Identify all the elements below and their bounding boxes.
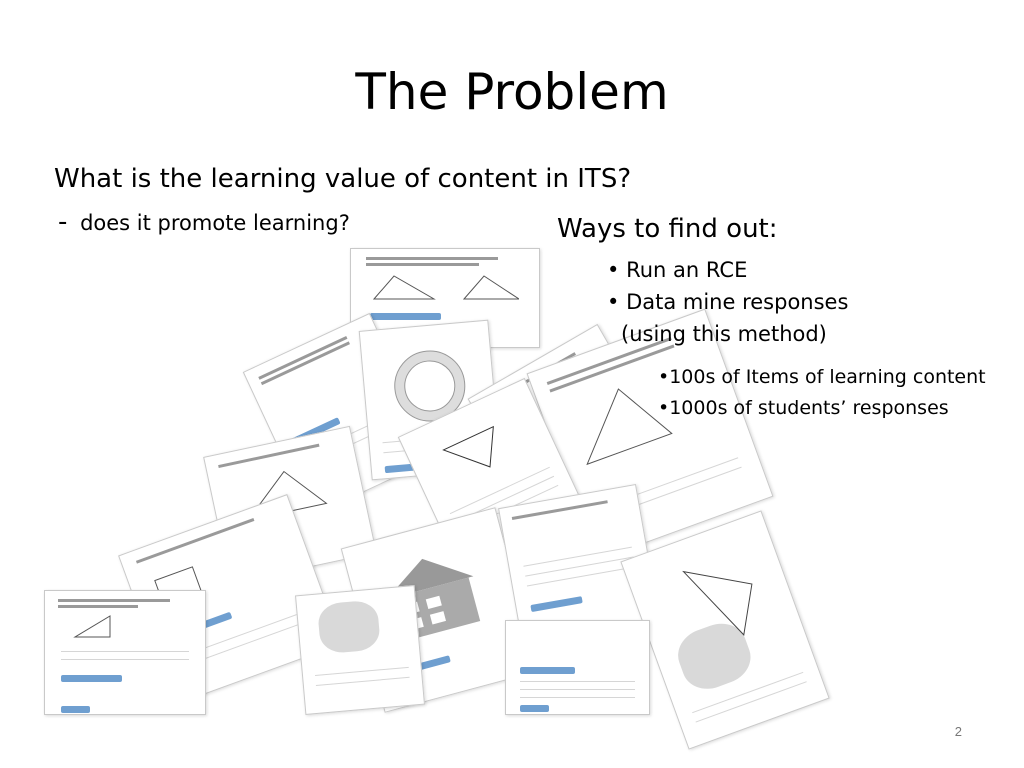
sub-question-text: does it promote learning? <box>80 211 350 235</box>
sub-bullet-item: •100s of Items of learning content <box>658 366 986 388</box>
triangle-figure <box>73 615 111 638</box>
dash-bullet: - <box>58 207 68 237</box>
item-card <box>358 319 502 481</box>
item-card <box>505 620 650 715</box>
item-card <box>526 308 774 562</box>
sub-bullets-list: •100s of Items of learning content •1000… <box>658 362 986 424</box>
item-card <box>44 590 206 715</box>
bullet-item: • Run an RCE <box>607 258 748 282</box>
sub-question: - does it promote learning? <box>58 207 350 237</box>
main-question: What is the learning value of content in… <box>54 164 632 194</box>
page-number: 2 <box>954 724 962 739</box>
bullet-item: • Data mine responses <box>607 290 849 314</box>
item-card <box>397 377 593 583</box>
ring-figure <box>394 350 466 422</box>
sub-bullet-item: •1000s of students’ responses <box>658 397 949 419</box>
triangle-figure <box>586 388 673 466</box>
triangle-figure <box>682 570 753 636</box>
triangle-figure <box>442 425 494 468</box>
bullet-continuation: (using this method) <box>621 322 827 346</box>
item-card <box>620 510 830 750</box>
item-card <box>294 584 426 716</box>
ways-list: • Run an RCE • Data mine responses (usin… <box>607 254 848 350</box>
slide-title: The Problem <box>355 63 669 121</box>
ways-heading: Ways to find out: <box>557 214 778 244</box>
triangle-figure <box>372 275 519 300</box>
